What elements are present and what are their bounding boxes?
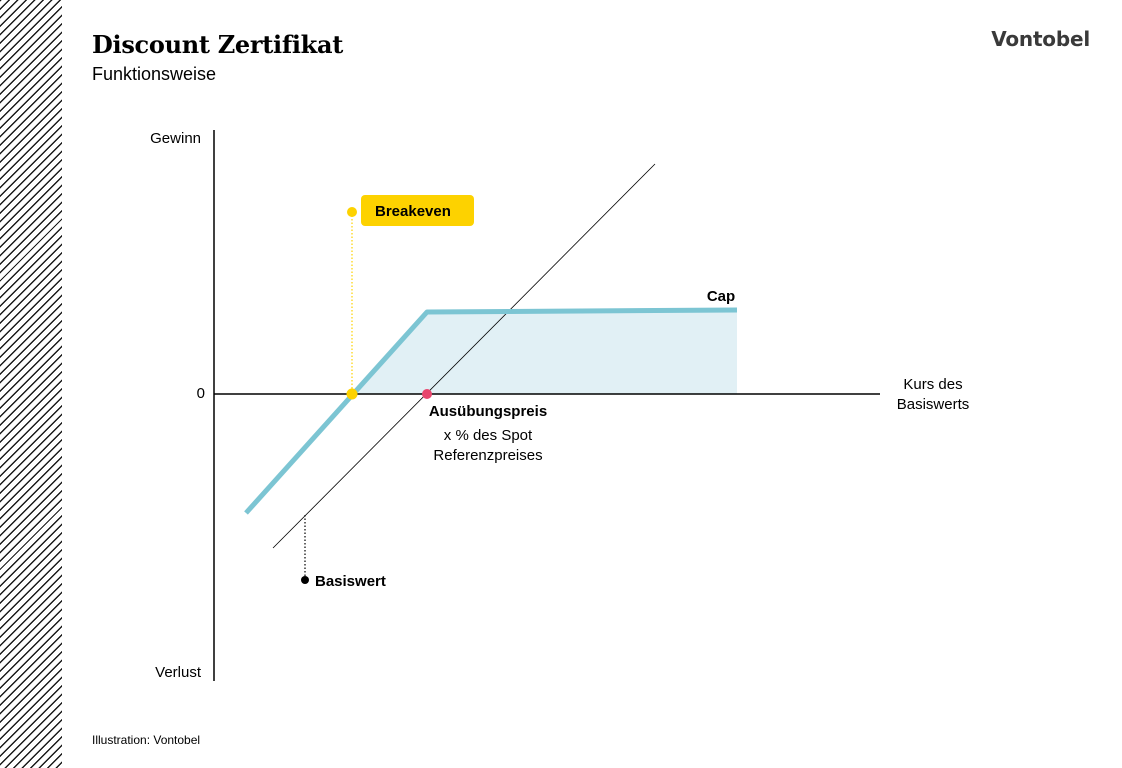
x-axis-label-line1: Kurs des [903, 376, 962, 393]
breakeven-point [346, 388, 358, 400]
vontobel-logo: Vontobel [991, 27, 1090, 51]
x-axis-label-line2: Basiswerts [897, 396, 970, 413]
underlying-label: Basiswert [315, 573, 386, 590]
cap-label: Cap [707, 288, 735, 305]
strike-point [422, 389, 432, 399]
discount-certificate-payoff-line [244, 307, 738, 515]
decorative-hatch-band [0, 0, 62, 768]
underlying-line [272, 163, 656, 549]
y-axis-top-label: Gewinn [150, 130, 201, 147]
breakeven-badge [361, 195, 474, 226]
zero-label: 0 [197, 385, 205, 402]
breakeven-label: Breakeven [375, 203, 451, 220]
strike-note-line1: x % des Spot [444, 427, 533, 444]
strike-label: Ausübungspreis [429, 403, 547, 420]
page-subtitle: Funktionsweise [92, 64, 217, 84]
breakeven-marker-top [347, 207, 357, 217]
strike-note-line2: Referenzpreises [433, 447, 542, 464]
y-axis-bottom-label: Verlust [155, 664, 202, 681]
underlying-marker [301, 576, 309, 584]
cap-profit-area [352, 310, 737, 394]
page-title: Discount Zertifikat [92, 30, 344, 59]
illustration-credit: Illustration: Vontobel [92, 733, 201, 747]
